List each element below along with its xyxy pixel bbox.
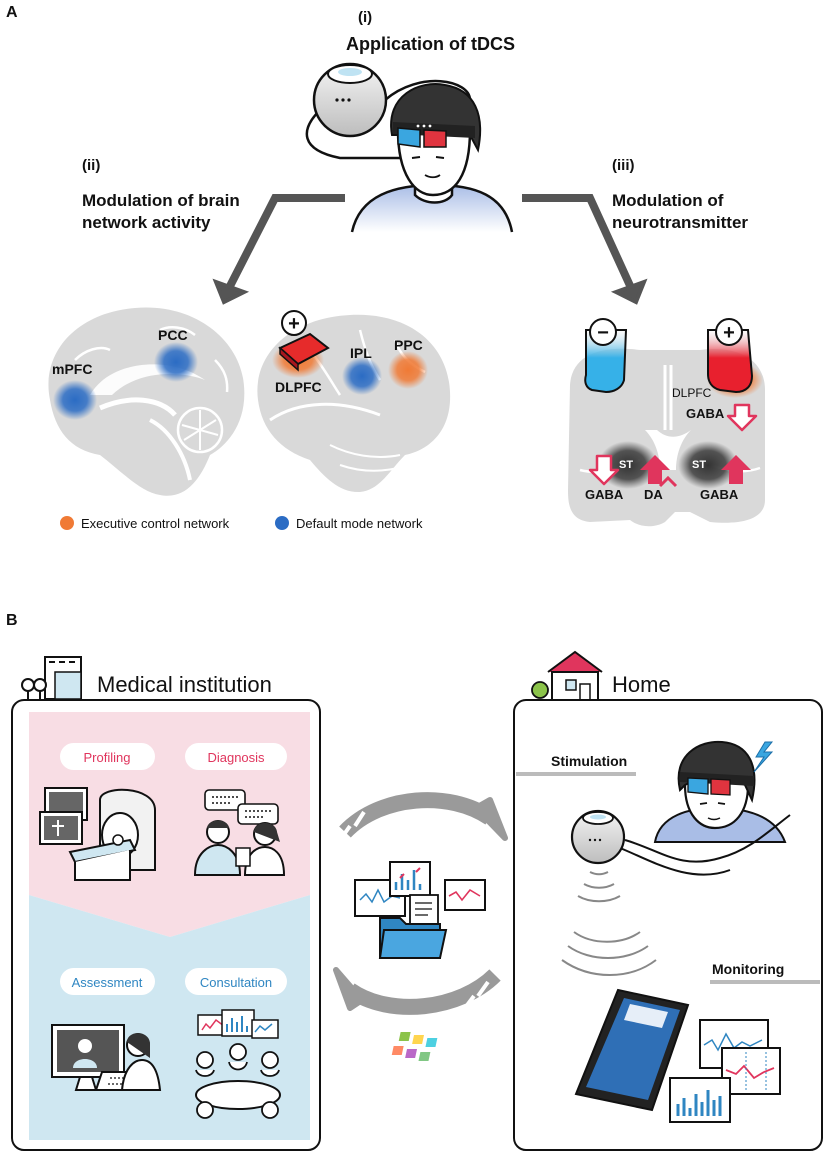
lightning-icon (753, 741, 774, 773)
legend-default-swatch (275, 516, 289, 530)
decrease-arrow-icon-left (588, 454, 620, 486)
coronal-label-gaba-right: GABA (700, 487, 739, 502)
label-pcc: PCC (158, 327, 188, 343)
pill-assessment: Assessment (60, 968, 155, 995)
coronal-label-da: DA (644, 487, 663, 502)
coronal-cathode-electrode-icon (584, 318, 628, 394)
step3-numeral: (iii) (612, 157, 635, 174)
smartphone-icon (391, 988, 690, 1112)
decrease-arrow-icon-top (726, 403, 758, 432)
anode-electrode-icon (278, 310, 330, 372)
step1-title: Application of tDCS (346, 34, 515, 54)
medial-brain-illustration (48, 307, 245, 496)
stimulation-underline (516, 772, 636, 776)
consultation-illustration (195, 1009, 281, 1119)
legend-executive-swatch (60, 516, 74, 530)
coronal-anode-sign: + (723, 322, 735, 344)
increase-arrow-icon-right (721, 455, 751, 484)
upper-cycle-arrow-icon (338, 792, 508, 842)
step3-title-line2: neurotransmitter (612, 213, 748, 232)
coronal-label-gaba-left: GABA (585, 487, 624, 502)
assessment-illustration (51, 1024, 162, 1091)
patient-illustration (350, 83, 514, 233)
monitoring-charts-icon (669, 1019, 781, 1123)
pill-assessment-label: Assessment (72, 975, 143, 990)
wireless-signal-icon (561, 871, 657, 976)
stimulation-label: Stimulation (551, 753, 627, 769)
mri-scanner-illustration (39, 787, 156, 881)
step2-title-line2: network activity (82, 213, 211, 232)
monitoring-underline (710, 980, 820, 984)
label-st-left: ST (619, 459, 633, 471)
pill-consultation-label: Consultation (200, 975, 272, 990)
coronal-anode-electrode-icon (707, 318, 754, 394)
anode-sign: + (288, 313, 300, 335)
coronal-label-dlpfc: DLPFC (672, 386, 712, 400)
step2-title-line1: Modulation of brain (82, 191, 240, 210)
lower-cycle-arrow-icon (333, 967, 501, 1015)
diagnosis-illustration (193, 789, 286, 876)
cathode-sign: − (597, 322, 609, 344)
label-st-right: ST (692, 459, 706, 471)
tdcs-device-icon (305, 62, 472, 160)
house-icon (531, 650, 603, 701)
data-folder-icon (354, 861, 486, 959)
coronal-label-gaba-top: GABA (686, 406, 725, 421)
medical-institution-title: Medical institution (97, 672, 272, 697)
pill-consultation: Consultation (185, 968, 287, 995)
pill-profiling: Profiling (60, 743, 155, 770)
branch-arrow-left (212, 194, 345, 305)
increase-arrow-icon-middle (640, 455, 670, 484)
building-icon (21, 656, 82, 700)
legend-default-label: Default mode network (296, 516, 423, 531)
label-ipl: IPL (350, 345, 372, 361)
panel-b-letter: B (6, 612, 18, 629)
branch-arrow-right (522, 194, 648, 305)
monitoring-label: Monitoring (712, 961, 784, 977)
step2-numeral: (ii) (82, 157, 100, 174)
label-mpfc: mPFC (52, 361, 92, 377)
label-dlpfc: DLPFC (275, 379, 322, 395)
panel-a-letter: A (6, 4, 18, 21)
legend-executive-label: Executive control network (81, 516, 230, 531)
pill-diagnosis: Diagnosis (185, 743, 287, 770)
home-title: Home (612, 672, 671, 697)
pill-diagnosis-label: Diagnosis (207, 750, 265, 765)
legend: Executive control network Default mode n… (60, 516, 423, 531)
label-ppc: PPC (394, 337, 423, 353)
step3-title-line1: Modulation of (612, 191, 724, 210)
home-tdcs-device-icon (570, 809, 791, 876)
pill-profiling-label: Profiling (84, 750, 131, 765)
home-patient-illustration (653, 740, 787, 843)
step1-numeral: (i) (358, 9, 372, 26)
